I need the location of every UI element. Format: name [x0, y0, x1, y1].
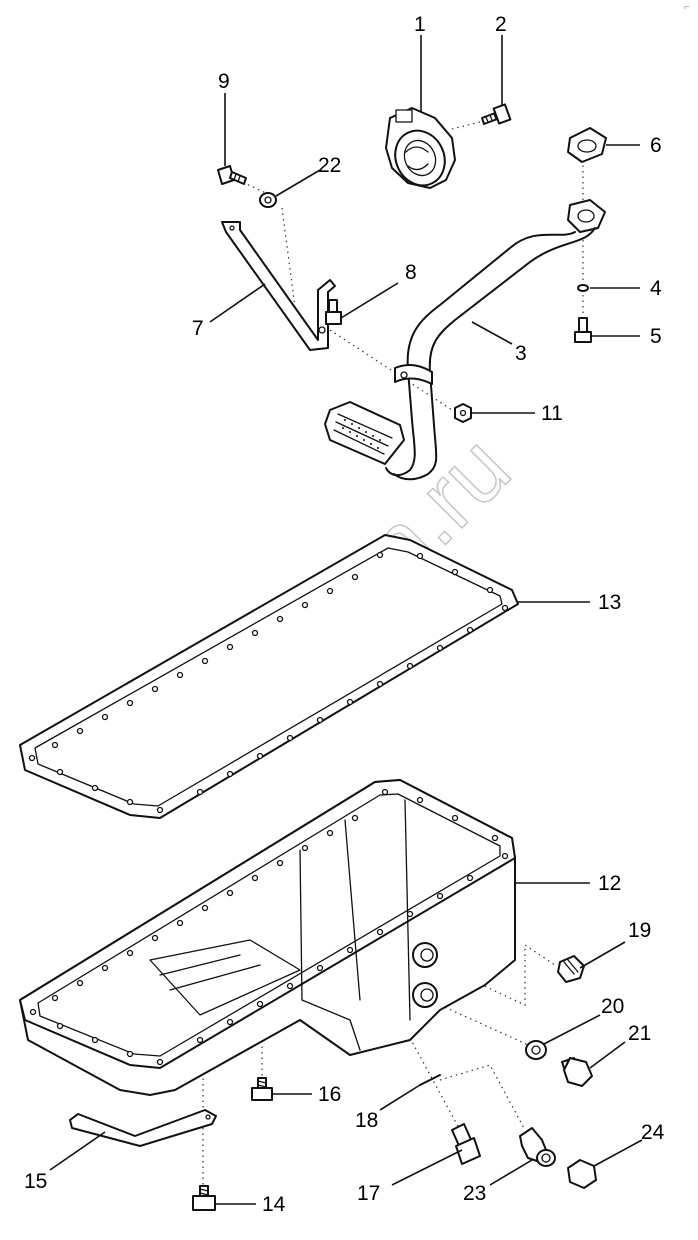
suction-pipe-part-3 — [324, 199, 606, 481]
callout-22: 22 — [318, 154, 341, 177]
oil-pan-gasket-part-13 — [19, 534, 519, 819]
flange-gasket-part-6 — [567, 127, 607, 163]
callout-23: 23 — [463, 1182, 486, 1205]
plug-part-19 — [557, 955, 585, 983]
callout-20: 20 — [601, 995, 624, 1018]
callout-5: 5 — [650, 325, 662, 348]
pan-bolt-holes — [29, 788, 509, 1066]
callout-19: 19 — [628, 919, 651, 942]
callout-15: 15 — [24, 1170, 47, 1193]
gasket-bolt-holes — [28, 551, 509, 814]
bolt-part-9 — [217, 165, 247, 185]
washer-part-22 — [259, 192, 277, 208]
callout-6: 6 — [650, 134, 662, 157]
bolt-part-8 — [325, 299, 342, 325]
strainer-mesh — [342, 419, 381, 449]
callout-9: 9 — [218, 70, 230, 93]
sealing-washer-part-20 — [525, 1040, 547, 1060]
callout-4: 4 — [650, 277, 662, 300]
nut-part-11 — [454, 403, 472, 423]
callout-3: 3 — [515, 342, 527, 365]
callout-14: 14 — [262, 1193, 286, 1216]
pin-part-18 — [419, 1074, 441, 1086]
nut-part-24 — [567, 1159, 597, 1189]
oil-pump-part-1 — [385, 107, 456, 189]
fitting-part-17 — [451, 1123, 481, 1165]
callout-12: 12 — [598, 872, 621, 895]
corner-mark: ⌐ — [684, 2, 690, 13]
callout-17: 17 — [357, 1182, 380, 1205]
washer-part-4 — [577, 284, 589, 292]
callout-13: 13 — [598, 591, 621, 614]
callout-labels: 1 2 6 4 5 3 8 7 9 22 11 13 12 19 20 21 2… — [24, 13, 665, 1216]
callout-18: 18 — [355, 1109, 378, 1132]
callout-16: 16 — [318, 1083, 341, 1106]
callout-11: 11 — [541, 402, 563, 425]
bracket-part-7 — [221, 221, 336, 351]
callout-2: 2 — [495, 13, 507, 36]
elbow-fitting-part-23 — [519, 1127, 556, 1167]
bolt-part-5 — [574, 317, 592, 343]
leader-lines — [49, 35, 643, 1205]
drain-plug-part-21 — [561, 1057, 593, 1087]
callout-7: 7 — [192, 317, 204, 340]
screw-part-14 — [192, 1185, 216, 1211]
bolt-part-2 — [481, 103, 512, 125]
callout-21: 21 — [628, 1022, 651, 1045]
callout-8: 8 — [405, 261, 417, 284]
plate-part-15 — [69, 1109, 217, 1147]
oil-pan-part-12 — [19, 779, 516, 1096]
callout-24: 24 — [641, 1121, 665, 1144]
screw-part-16 — [251, 1077, 273, 1101]
callout-1: 1 — [414, 13, 426, 36]
